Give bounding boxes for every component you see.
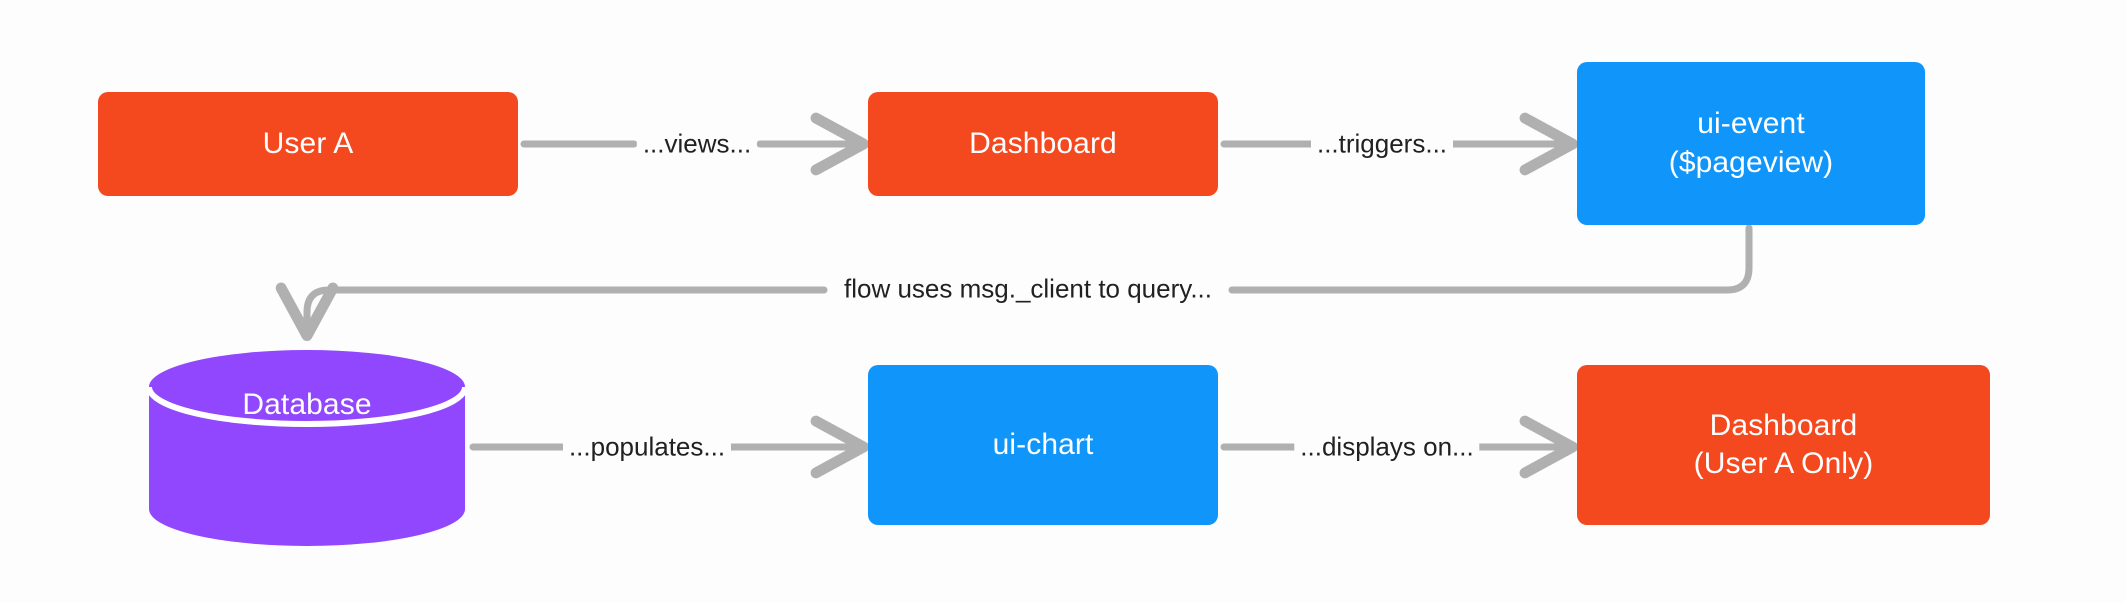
node-dashboard[interactable]: Dashboard	[868, 92, 1218, 196]
node-dashboard-user-a-only[interactable]: Dashboard (User A Only)	[1577, 365, 1990, 525]
node-ui-event-label: ui-event	[1697, 107, 1805, 141]
node-dashboard-user-a-only-label: Dashboard	[1709, 408, 1858, 442]
node-dashboard-label: Dashboard	[969, 126, 1117, 160]
node-dashboard-user-a-only-sublabel: (User A Only)	[1693, 447, 1874, 480]
node-user-a[interactable]: User A	[98, 92, 518, 196]
edge-label-populates: ...populates...	[562, 431, 732, 463]
node-ui-chart-label: ui-chart	[992, 427, 1094, 461]
edge-label-displays-on: ...displays on...	[1294, 431, 1480, 463]
node-database[interactable]: Database	[147, 350, 467, 546]
node-user-a-label: User A	[262, 126, 354, 160]
database-cylinder-icon	[147, 350, 467, 546]
edge-label-query: flow uses msg._client to query...	[837, 273, 1219, 305]
edge-label-views: ...views...	[636, 128, 758, 160]
node-ui-event-sublabel: ($pageview)	[1668, 145, 1834, 179]
edge-label-triggers: ...triggers...	[1310, 128, 1454, 160]
node-ui-chart[interactable]: ui-chart	[868, 365, 1218, 525]
node-ui-event[interactable]: ui-event ($pageview)	[1577, 62, 1925, 225]
